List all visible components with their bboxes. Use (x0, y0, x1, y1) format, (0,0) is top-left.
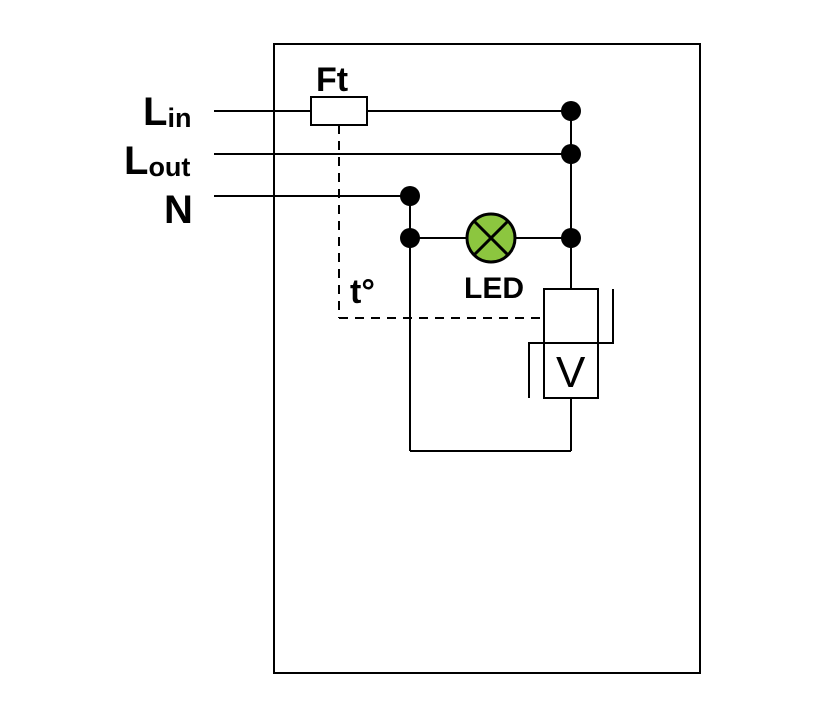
junction-node-n (400, 186, 420, 206)
switch-bracket-left (528, 342, 544, 398)
junction-node-l-out (561, 144, 581, 164)
junction-node-led-left (400, 228, 420, 248)
led-cross-b (472, 219, 510, 257)
terminal-n-label: N (164, 188, 193, 232)
device-enclosure (273, 43, 701, 674)
terminal-l-out-label: Lout (124, 139, 190, 183)
led-label: LED (464, 272, 524, 305)
voltmeter-box (543, 342, 599, 399)
terminal-l-in-label: Lin (143, 90, 191, 134)
fuse (310, 96, 368, 126)
junction-node-l-in (561, 101, 581, 121)
switch-bracket-right (598, 289, 614, 344)
switch-block-upper (543, 288, 599, 344)
junction-node-led-right (561, 228, 581, 248)
thermal-label: t° (350, 273, 375, 311)
fuse-label: Ft (316, 61, 348, 99)
voltmeter-label: V (556, 348, 586, 397)
